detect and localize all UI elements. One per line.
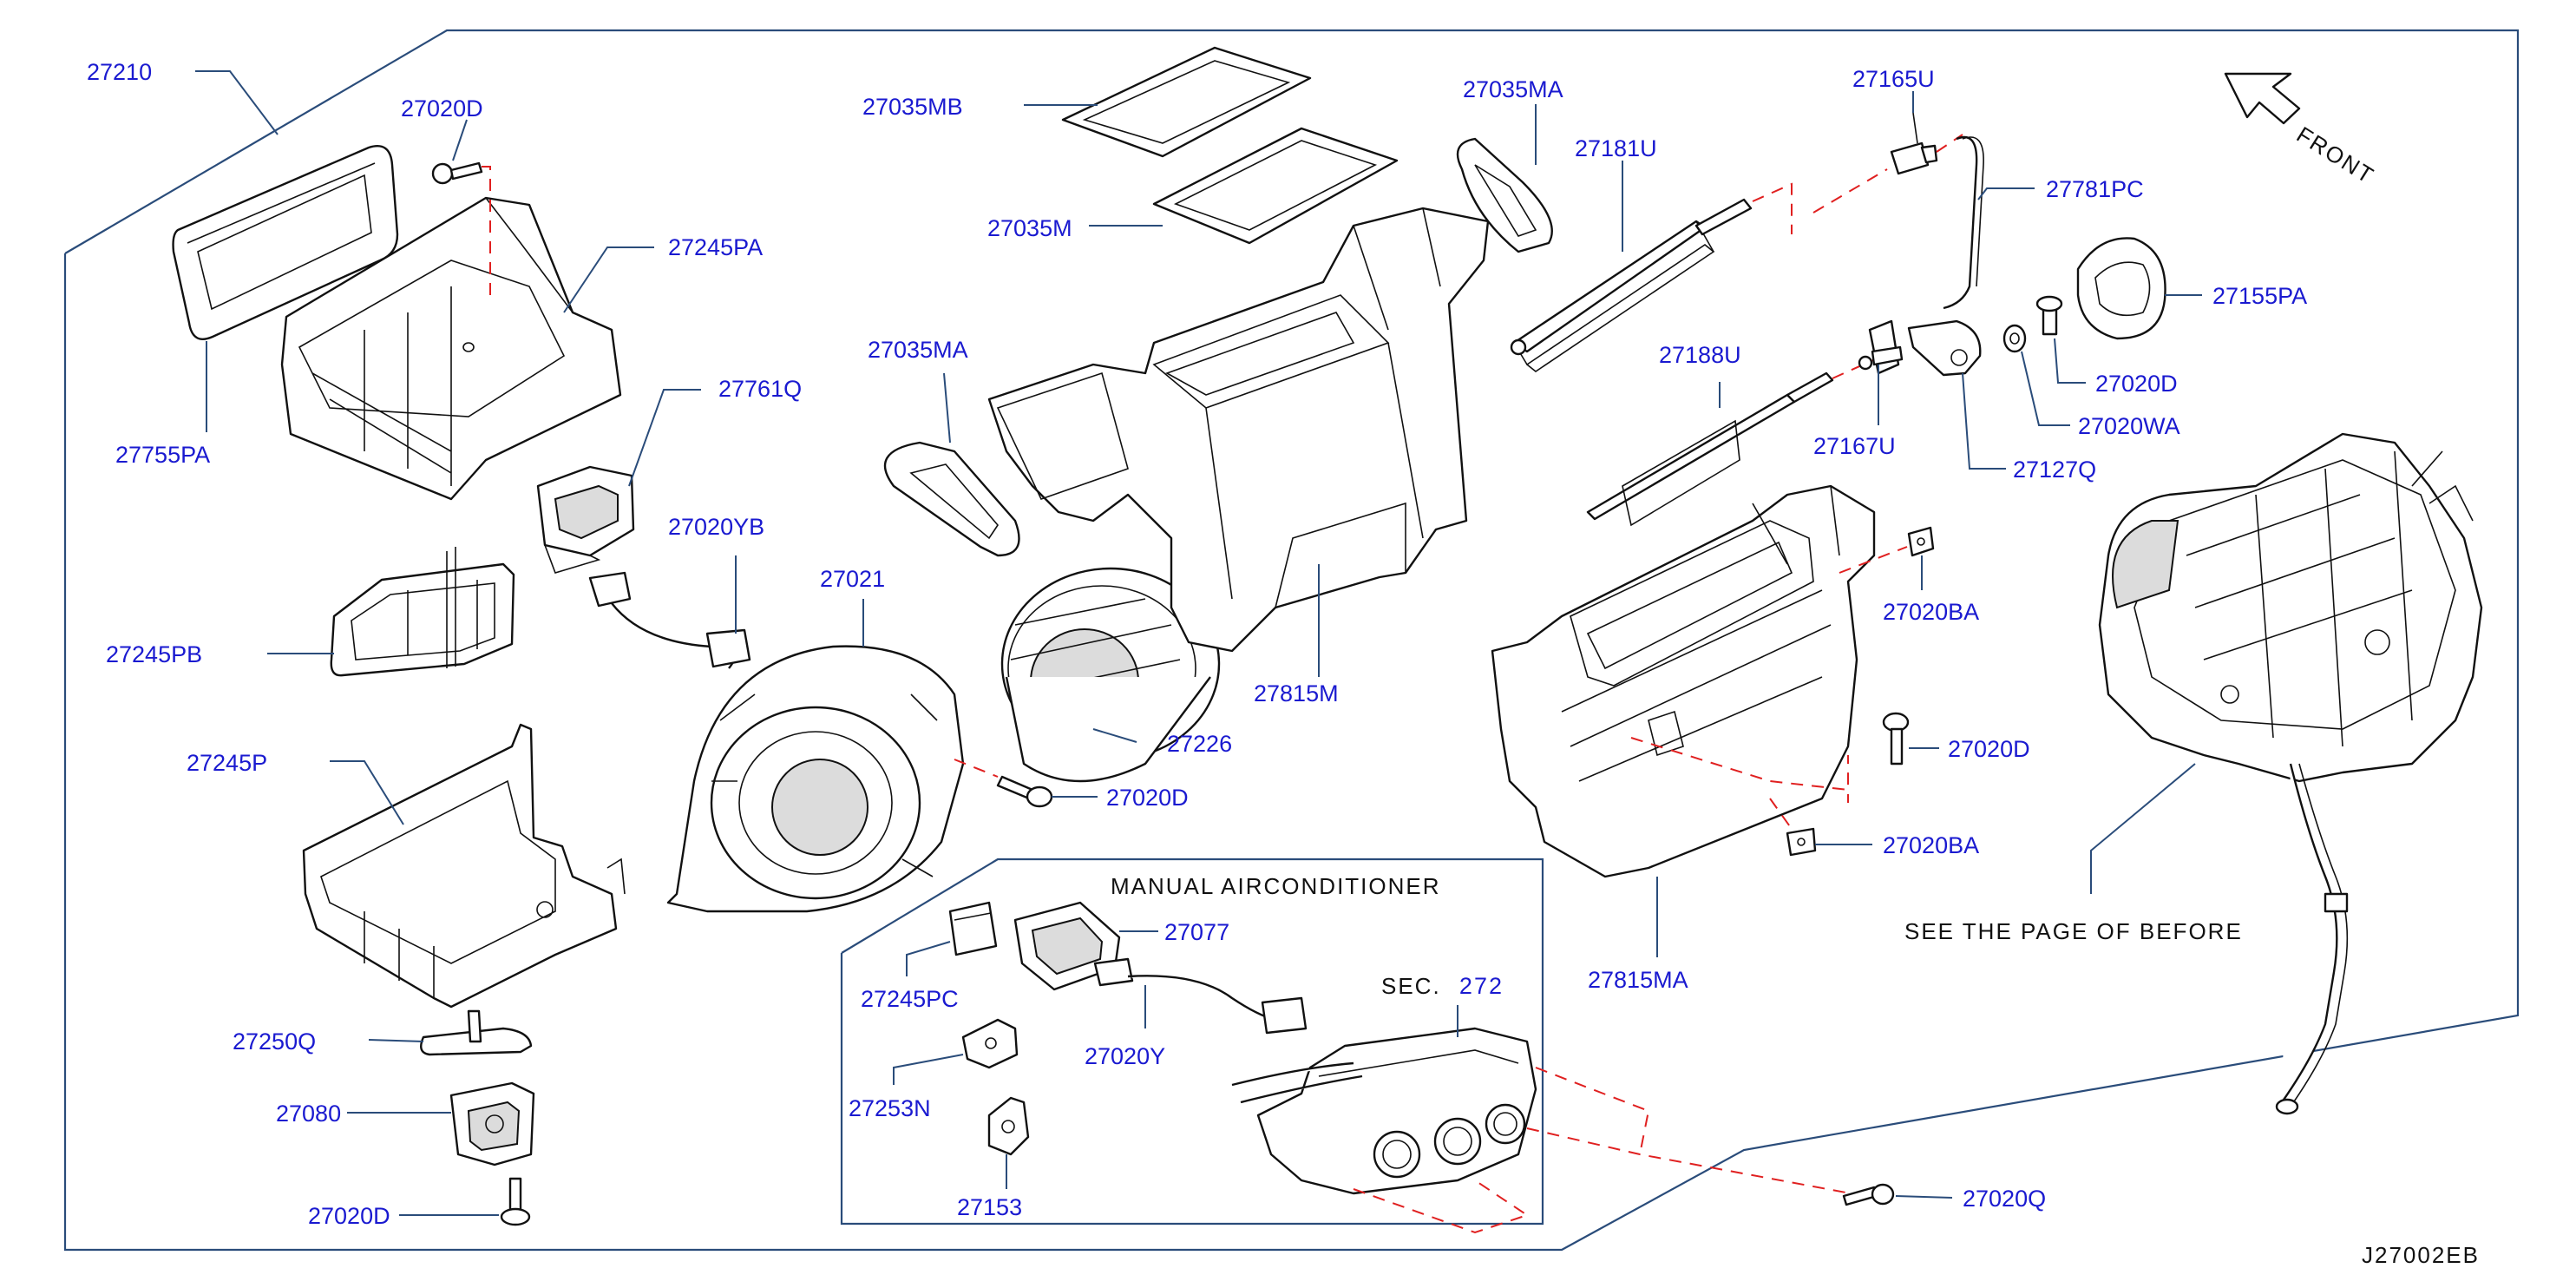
front-label: FRONT — [2292, 122, 2379, 189]
label-27181U: 27181U — [1575, 135, 1657, 161]
label-27020D-right: 27020D — [2095, 371, 2178, 397]
screw-27020D-top — [431, 161, 483, 185]
sec-number: 272 — [1459, 973, 1504, 999]
link-27250Q — [420, 1009, 533, 1056]
blower-fan-27226 — [1000, 567, 1221, 783]
label-27020D-bottom: 27020D — [308, 1203, 390, 1229]
motor-27080 — [449, 1081, 535, 1166]
pad-27245PC — [948, 901, 998, 956]
sec-prefix: SEC. — [1381, 973, 1441, 999]
screw-27020D-bottom — [500, 1177, 531, 1226]
screw-27020D-fan — [996, 775, 1053, 808]
filter-27035MB — [1061, 46, 1312, 158]
label-27815M: 27815M — [1254, 680, 1339, 706]
label-27021: 27021 — [820, 566, 885, 592]
label-27153: 27153 — [957, 1194, 1022, 1220]
label-27020BA-top: 27020BA — [1883, 599, 1979, 625]
filter-door-27245PB — [330, 547, 515, 677]
case-screw-guide — [1630, 737, 1849, 803]
panel-guide-lines — [1353, 1067, 1875, 1234]
evaporator-case-27815M — [987, 207, 1490, 653]
harness-27020YB — [588, 571, 751, 669]
filter-27035M — [1152, 127, 1399, 245]
resistor-27077 — [1013, 901, 1121, 991]
label-27035MB: 27035MB — [862, 94, 963, 120]
label-27020D-fan: 27020D — [1106, 785, 1189, 811]
harness-27020Y — [1093, 957, 1308, 1035]
lower-case-27245P — [302, 723, 626, 1009]
sec-reference: SEC. 272 — [1381, 973, 1504, 999]
label-27761Q: 27761Q — [718, 376, 802, 402]
label-27080: 27080 — [276, 1101, 341, 1127]
label-27020D-case: 27020D — [1948, 736, 2030, 762]
bracket-27020BA-top — [1907, 526, 1935, 557]
complete-assembly — [2098, 432, 2483, 1115]
label-27188U: 27188U — [1659, 342, 1741, 368]
label-27245P: 27245P — [187, 750, 267, 776]
label-27020YB: 27020YB — [668, 514, 764, 540]
label-27165U: 27165U — [1852, 66, 1935, 92]
actuator-27153 — [987, 1096, 1030, 1156]
assembly-frame — [63, 29, 2520, 1252]
label-27250Q: 27250Q — [233, 1028, 316, 1055]
bracket-guide-top — [1839, 546, 1908, 574]
part-labels: 27210 27020D 27245PA 27755PA 27761Q 2702… — [87, 59, 2307, 1229]
label-27226: 27226 — [1167, 731, 1232, 757]
label-27035M: 27035M — [987, 215, 1072, 241]
label-27020Y: 27020Y — [1085, 1043, 1165, 1069]
bracket-guide-bottom — [1769, 798, 1793, 830]
bracket-27020BA-bottom — [1786, 827, 1817, 857]
label-27020Q: 27020Q — [1963, 1186, 2046, 1212]
fan-screw-guide — [954, 759, 999, 778]
lever-27127Q — [1907, 319, 1982, 377]
label-27020BA-bottom: 27020BA — [1883, 832, 1979, 858]
label-27815MA: 27815MA — [1588, 967, 1688, 993]
control-panel-sec272 — [1231, 1027, 1537, 1195]
cover-27155PA — [2076, 237, 2166, 340]
seal-27035MA-top — [1456, 137, 1553, 253]
label-27035MA-left: 27035MA — [868, 337, 968, 363]
sensor-27165U — [1890, 112, 1938, 175]
label-27245PC: 27245PC — [861, 986, 959, 1012]
manual-ac-box — [840, 858, 1544, 1226]
heater-case-27815MA — [1491, 484, 1876, 878]
label-27035MA-top: 27035MA — [1463, 76, 1563, 102]
label-27155PA: 27155PA — [2212, 283, 2307, 309]
label-27755PA: 27755PA — [115, 442, 210, 468]
heater-rod-27188U — [1586, 371, 1834, 527]
label-27210: 27210 — [87, 59, 152, 85]
label-27077: 27077 — [1164, 919, 1229, 945]
front-arrow-icon — [2224, 72, 2301, 125]
label-27253N: 27253N — [849, 1095, 931, 1121]
label-27167U: 27167U — [1813, 433, 1896, 459]
actuator-27167U — [1858, 319, 1904, 375]
washer-27020WA — [2002, 324, 2027, 353]
label-27245PB: 27245PB — [106, 641, 202, 667]
see-page-note: SEE THE PAGE OF BEFORE — [1904, 918, 2243, 944]
intake-box-27245PA — [280, 196, 622, 501]
sensor-guide-27181U — [1752, 182, 1793, 234]
label-27245PA: 27245PA — [668, 234, 763, 260]
screw-guide-top — [482, 166, 491, 295]
label-27781PC: 27781PC — [2046, 176, 2144, 202]
blower-case-27021 — [666, 645, 965, 913]
label-27127Q: 27127Q — [2013, 457, 2096, 483]
clip-27253N — [961, 1018, 1019, 1069]
evaporator-sensor-27181U — [1510, 198, 1753, 372]
screw-27020Q — [1842, 1183, 1895, 1206]
cable-27781PC — [1943, 135, 1984, 310]
seal-27035MA-left — [883, 441, 1020, 557]
manual-ac-title: MANUAL AIRCONDITIONER — [1111, 873, 1441, 899]
intake-seal-27755PA — [172, 145, 399, 340]
screw-27020D-right — [2035, 295, 2063, 336]
leader-lines — [195, 70, 2202, 1216]
screw-27020D-case — [1882, 712, 1910, 766]
sensor-guide-27165U — [1812, 134, 1963, 214]
label-27020WA: 27020WA — [2078, 413, 2180, 439]
diagram-id: J27002EB — [2362, 1242, 2480, 1268]
actuator-27761Q — [536, 465, 635, 574]
label-27020D-top: 27020D — [401, 95, 483, 122]
